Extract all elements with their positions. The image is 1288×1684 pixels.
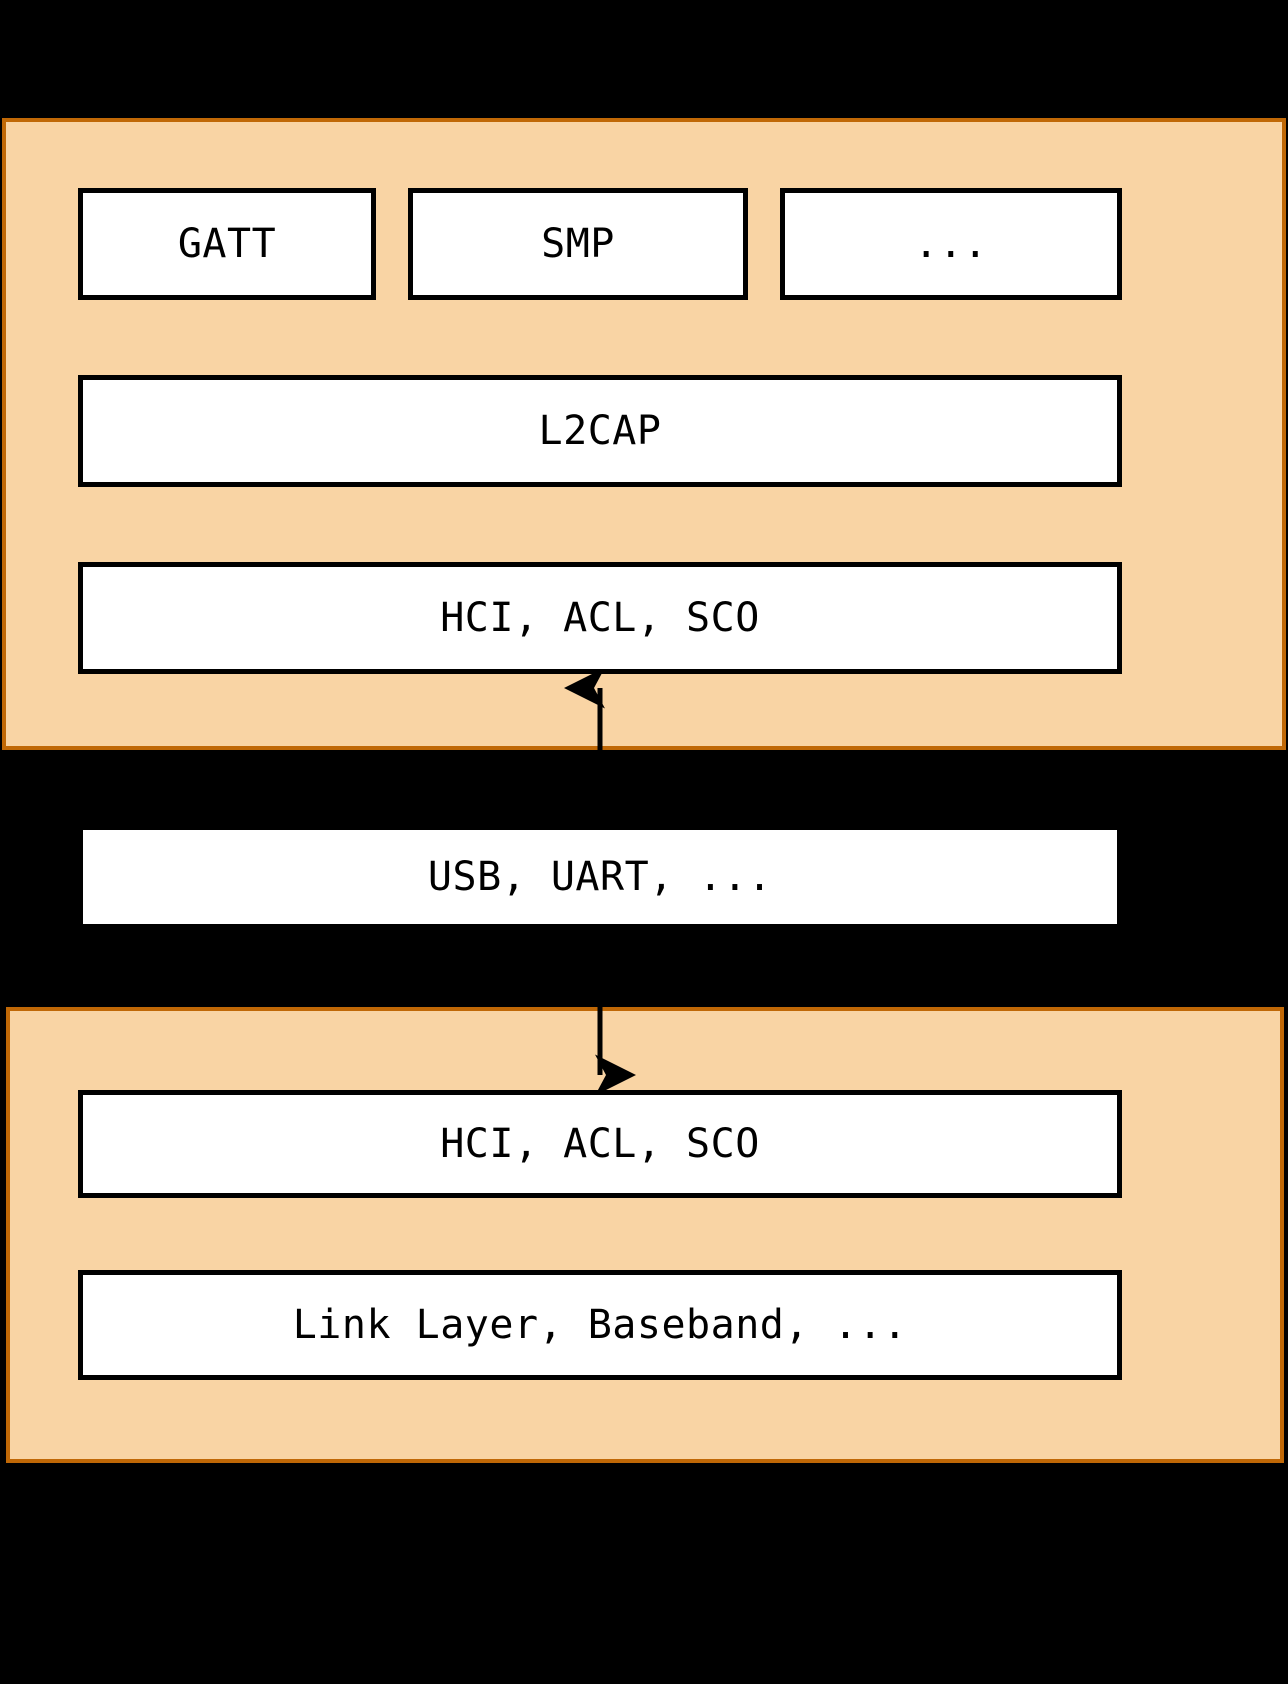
node-link-layer[interactable]: Link Layer, Baseband, ... [78, 1270, 1122, 1380]
node-transport-label: USB, UART, ... [427, 854, 773, 900]
node-hci-host[interactable]: HCI, ACL, SCO [78, 562, 1122, 674]
node-l2cap-label: L2CAP [538, 408, 662, 454]
node-gatt-label: GATT [177, 221, 277, 267]
panel-controller [6, 1007, 1284, 1463]
node-etc-label: ... [914, 221, 988, 267]
node-hci-host-label: HCI, ACL, SCO [440, 595, 760, 641]
node-smp-label: SMP [541, 221, 615, 267]
node-l2cap[interactable]: L2CAP [78, 375, 1122, 487]
node-link-layer-label: Link Layer, Baseband, ... [292, 1302, 908, 1348]
node-etc[interactable]: ... [780, 188, 1122, 300]
node-hci-controller[interactable]: HCI, ACL, SCO [78, 1090, 1122, 1198]
node-hci-controller-label: HCI, ACL, SCO [440, 1121, 760, 1167]
node-transport[interactable]: USB, UART, ... [78, 825, 1122, 929]
node-smp[interactable]: SMP [408, 188, 748, 300]
node-gatt[interactable]: GATT [78, 188, 376, 300]
